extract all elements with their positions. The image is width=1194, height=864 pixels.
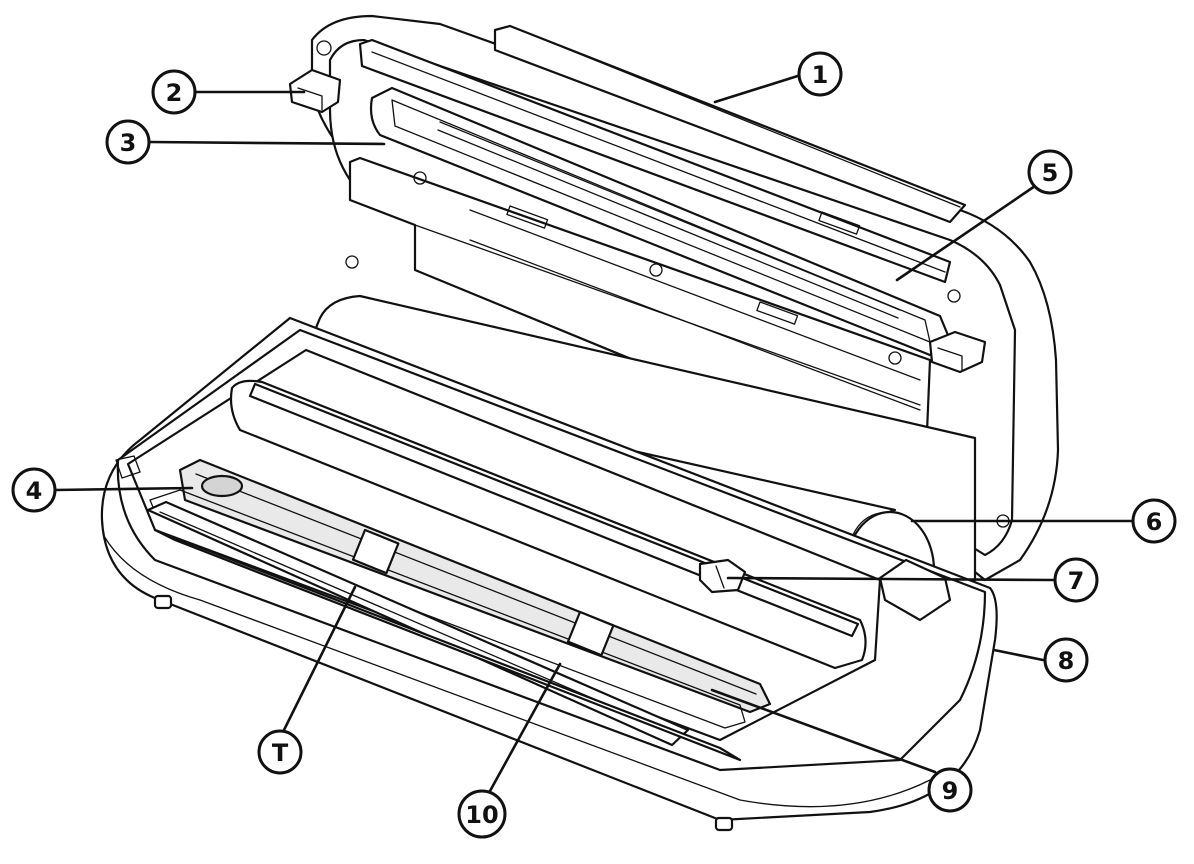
svg-text:9: 9 (942, 777, 959, 805)
callout-T: T (257, 729, 303, 775)
callout-1: 1 (797, 51, 843, 97)
leader-8 (992, 648, 1045, 662)
svg-text:3: 3 (120, 129, 137, 157)
svg-text:4: 4 (26, 477, 43, 505)
svg-text:6: 6 (1146, 508, 1163, 536)
svg-text:10: 10 (465, 801, 498, 829)
leader-9 (710, 688, 937, 774)
leader-7 (726, 576, 1055, 582)
callouts: 1 2 3 4 5 6 7 8 (11, 51, 1177, 839)
callout-4: 4 (11, 467, 57, 513)
leader-lines (53, 72, 1135, 793)
leader-4 (53, 486, 194, 492)
svg-text:2: 2 (166, 79, 183, 107)
leader-5 (895, 184, 1037, 282)
callout-6: 6 (1131, 498, 1177, 544)
leader-3 (148, 140, 386, 146)
callout-9: 9 (927, 767, 973, 813)
callout-8: 8 (1043, 637, 1089, 683)
leader-1 (713, 72, 806, 104)
cutter-bar (229, 379, 952, 670)
callout-5: 5 (1027, 149, 1073, 195)
callout-7: 7 (1053, 557, 1099, 603)
svg-text:5: 5 (1042, 159, 1059, 187)
svg-text:8: 8 (1058, 647, 1075, 675)
svg-text:T: T (272, 739, 289, 767)
callout-2: 2 (151, 69, 197, 115)
leader-10 (488, 662, 562, 793)
svg-text:1: 1 (812, 61, 829, 89)
svg-text:7: 7 (1068, 567, 1085, 595)
leader-T (282, 585, 357, 732)
callout-10: 10 (457, 789, 507, 839)
callout-3: 3 (105, 119, 151, 165)
